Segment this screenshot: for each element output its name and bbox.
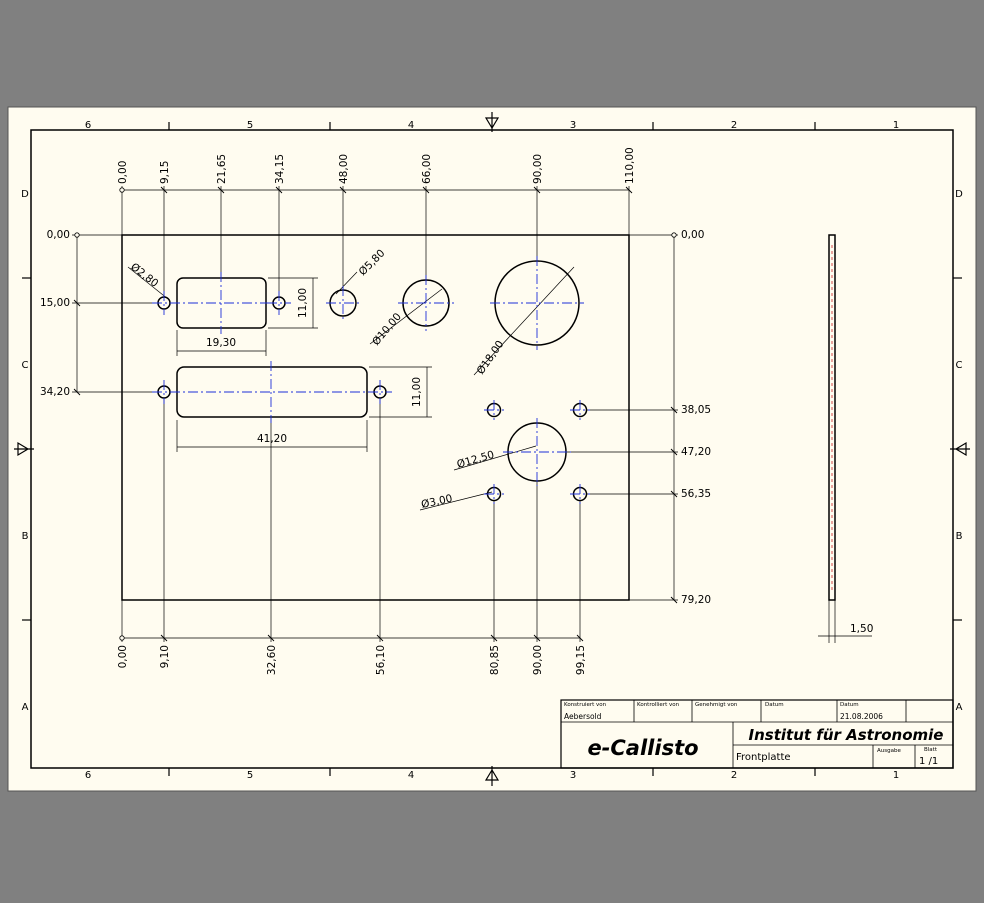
tb-header-ausgabe: Ausgabe [877, 748, 901, 754]
grid-col-bottom: 2 [731, 770, 737, 781]
grid-row-right: C [956, 360, 963, 371]
paper-sheet [7, 106, 977, 792]
dim-right-y: 79,20 [681, 594, 711, 606]
tb-header-konstruiert: Konstruiert von [564, 702, 607, 708]
dim-height-11-large: 11,00 [411, 377, 423, 407]
tb-header-kontrolliert: Kontrolliert von [637, 702, 680, 708]
dim-bottom-x: 9,10 [159, 645, 171, 668]
tb-header-datum-1: Datum [765, 702, 784, 708]
dim-width-19-30: 19,30 [206, 337, 236, 349]
title-block [560, 699, 954, 769]
grid-row-right: D [955, 189, 963, 200]
dim-right-y: 0,00 [681, 229, 704, 241]
grid-row-right: A [956, 702, 963, 713]
frame-ticks [22, 122, 962, 776]
tb-header-blatt: Blatt [924, 747, 938, 753]
dim-top-x: 21,65 [216, 154, 228, 184]
grid-col-top: 6 [85, 120, 91, 131]
grid-col-bottom: 5 [247, 770, 253, 781]
dim-width-41-20: 41,20 [257, 433, 287, 445]
grid-col-bottom: 3 [570, 770, 576, 781]
centering-marks [14, 112, 970, 786]
dim-top-x: 90,00 [532, 154, 544, 184]
grid-col-bottom: 1 [893, 770, 899, 781]
right-y-dimensions: 0,00 38,05 47,20 56,35 79,20 [681, 229, 711, 606]
tb-sheet-number: 1 /1 [919, 756, 938, 767]
tb-author: Aebersold [564, 712, 602, 721]
tb-institute: Institut für Astronomie [749, 726, 944, 744]
dim-thickness-1-50: 1,50 [850, 623, 873, 635]
front-plate-outline [121, 234, 630, 601]
baseline-origin-markers [74, 187, 677, 641]
dimension-ticks [73, 186, 678, 642]
grid-row-left: D [21, 189, 29, 200]
grid-col-bottom: 6 [85, 770, 91, 781]
dim-bottom-x: 90,00 [532, 645, 544, 675]
dim-bottom-x: 32,60 [266, 645, 278, 675]
dim-bottom-x: 99,15 [575, 645, 587, 675]
dim-top-x: 0,00 [117, 161, 129, 184]
dim-top-x: 9,15 [159, 161, 171, 184]
grid-col-bottom: 4 [408, 770, 414, 781]
dim-height-11-small: 11,00 [297, 288, 309, 318]
dim-right-y: 38,05 [681, 404, 711, 416]
dim-bottom-x: 0,00 [117, 645, 129, 668]
dim-top-x: 66,00 [421, 154, 433, 184]
dim-top-x: 48,00 [338, 154, 350, 184]
grid-row-left: B [22, 531, 29, 542]
grid-row-left: C [22, 360, 29, 371]
dim-right-y: 47,20 [681, 446, 711, 458]
grid-labels: 6 5 4 3 2 1 6 5 4 3 2 1 D C B A D C B A [21, 120, 963, 781]
left-y-dimensions: 0,00 15,00 34,20 [40, 229, 70, 398]
dim-left-y: 34,20 [40, 386, 70, 398]
grid-row-right: B [956, 531, 963, 542]
dim-bottom-x: 56,10 [375, 645, 387, 675]
center-lines [152, 256, 590, 504]
tb-header-datum-2: Datum [840, 702, 859, 708]
dim-left-y: 0,00 [47, 229, 70, 241]
dim-top-x: 34,15 [274, 154, 286, 184]
top-x-dimensions: 0,00 9,15 21,65 34,15 48,00 66,00 90,00 … [117, 147, 636, 184]
side-view-plate [828, 234, 836, 601]
bottom-x-dimensions: 0,00 9,10 32,60 56,10 80,85 90,00 99,15 [117, 645, 587, 675]
grid-row-left: A [22, 702, 29, 713]
dim-top-x: 110,00 [624, 147, 636, 184]
tb-part-name: Frontplatte [736, 752, 791, 763]
tb-brand: e-Callisto [587, 736, 698, 760]
grid-col-top: 3 [570, 120, 576, 131]
dim-left-y: 15,00 [40, 297, 70, 309]
grid-col-top: 2 [731, 120, 737, 131]
tb-date: 21.08.2006 [840, 712, 883, 721]
tb-header-genehmigt: Genehmigt von [695, 702, 738, 708]
grid-col-top: 1 [893, 120, 899, 131]
grid-col-top: 5 [247, 120, 253, 131]
dim-right-y: 56,35 [681, 488, 711, 500]
grid-col-top: 4 [408, 120, 414, 131]
dim-bottom-x: 80,85 [489, 645, 501, 675]
